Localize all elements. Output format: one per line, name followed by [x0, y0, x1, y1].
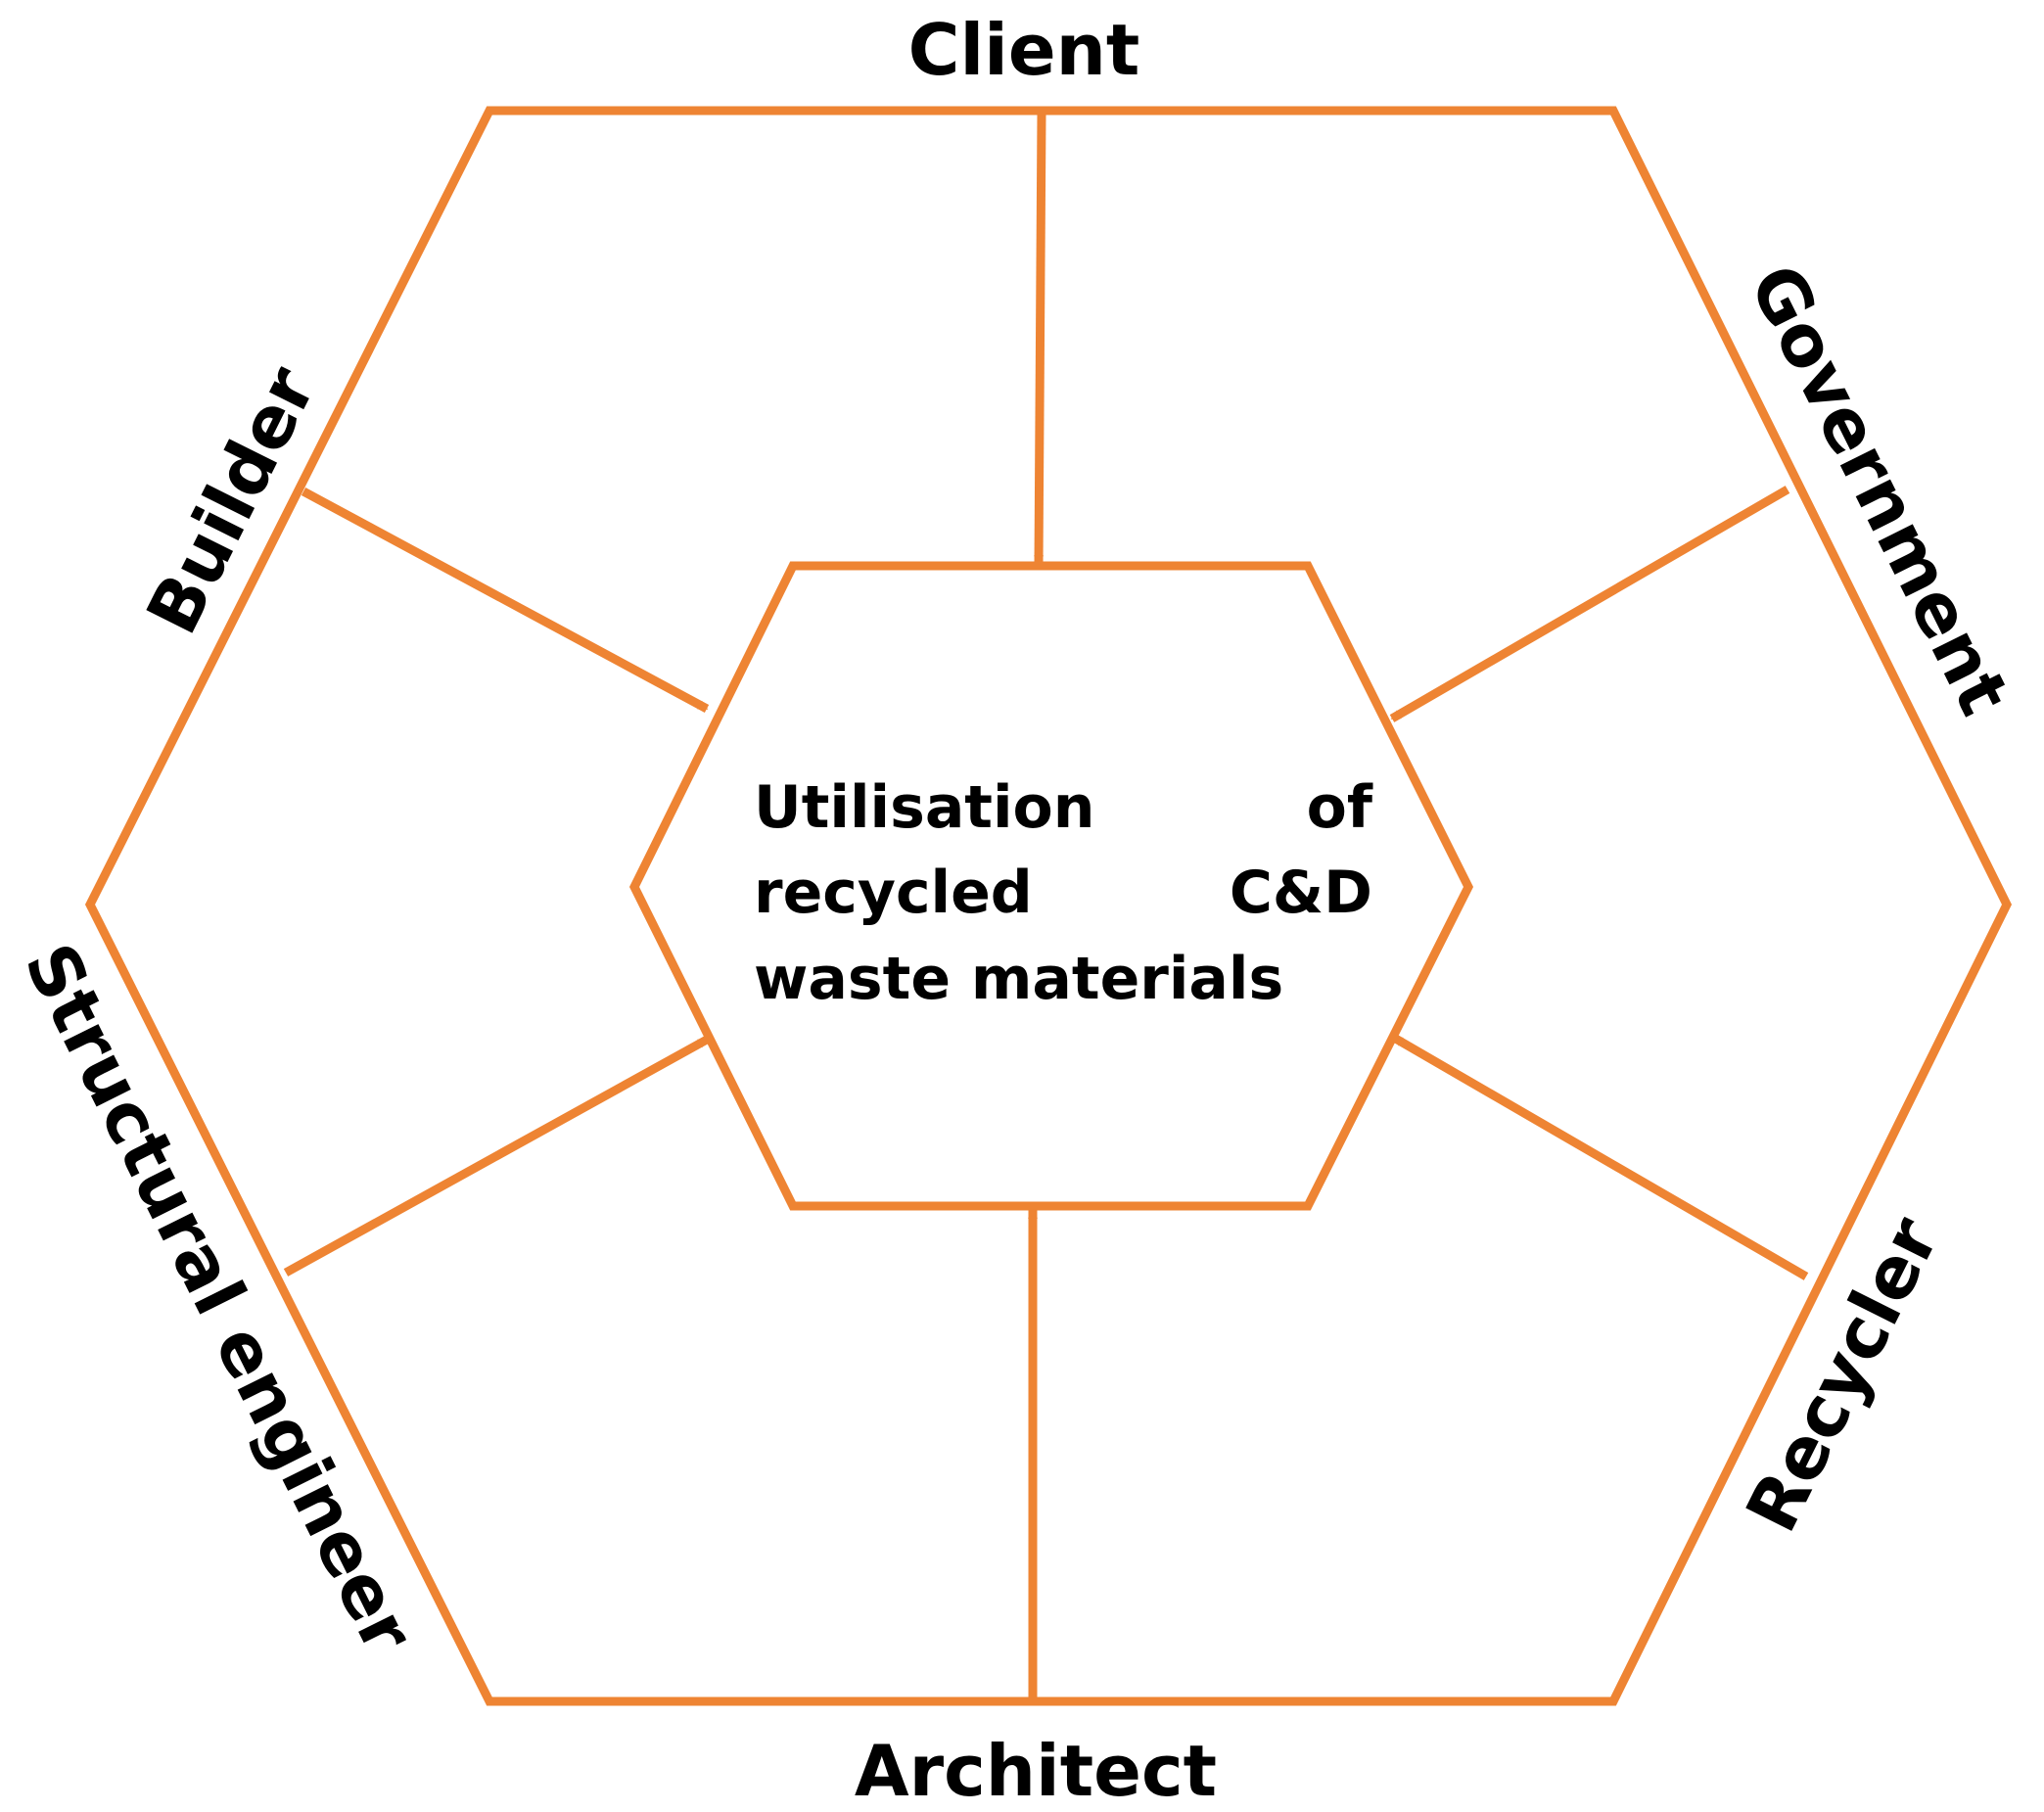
center-line-2-word-1: recycled [754, 859, 1033, 927]
label-structural-engineer-group: Structural engineer [9, 931, 431, 1665]
label-architect: Architect [855, 1730, 1217, 1812]
arrow-government [1389, 486, 1790, 722]
arrow-recycler [1391, 1034, 1809, 1280]
arrow-builder [301, 488, 710, 713]
center-line-1-word-2: of [1307, 773, 1373, 842]
center-line-1-word-1: Utilisation [754, 773, 1095, 842]
label-builder: Builder [130, 353, 331, 646]
center-line-2-word-2: C&D [1230, 859, 1372, 927]
center-line-3: waste materials [754, 945, 1283, 1013]
label-client: Client [908, 9, 1140, 91]
arrow-structural-engineer [283, 1036, 710, 1277]
inner-hexagon [628, 561, 1474, 1211]
label-builder-group: Builder [130, 353, 331, 646]
outer-hexagon [84, 106, 2013, 1706]
arrow-client [1034, 114, 1046, 566]
label-structural-engineer: Structural engineer [9, 931, 431, 1665]
